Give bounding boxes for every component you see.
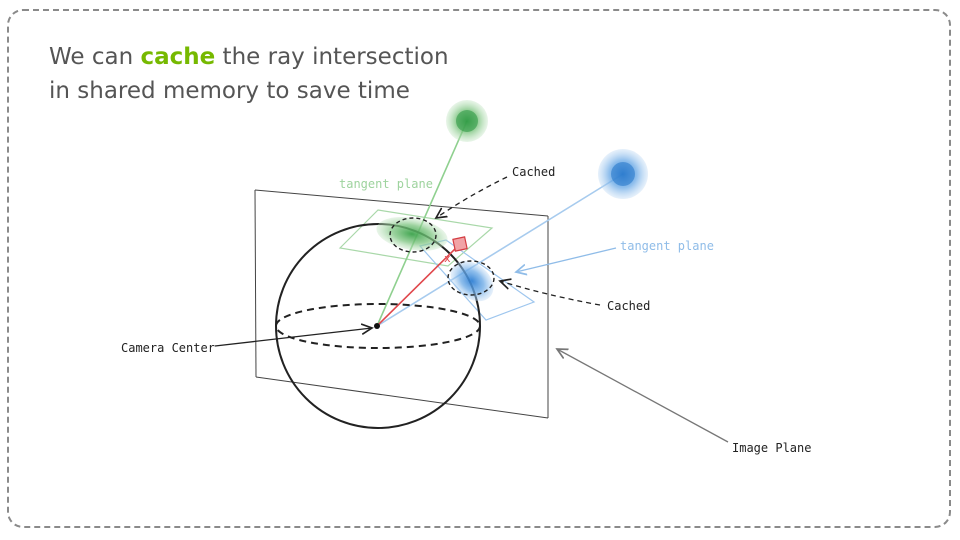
cached-right-arrow [500,281,601,306]
label-cached-right: Cached [607,299,650,313]
blue-ray [376,173,624,327]
label-image-plane: Image Plane [732,441,811,455]
cached-top-arrow [436,176,508,218]
headline-before: We can [49,44,141,70]
headline-after: the ray intersection in shared memory to… [49,44,449,104]
camera-center-point [374,323,380,329]
cached-circle-green [389,217,437,253]
cached-circle-blue [447,260,495,296]
camera-center-arrow [214,328,372,347]
blue-source-gaussian [598,149,648,199]
headline-highlight: cache [140,44,216,70]
label-cached-top: Cached [512,165,555,179]
blue-gaussian [450,260,494,302]
red-ray: x [376,236,468,327]
slide-frame [7,9,951,528]
label-tangent-plane-blue: tangent plane [620,239,714,253]
green-tangent-plane [338,209,494,267]
label-tangent-plane-green: tangent plane [339,177,433,191]
headline: We can cache the ray intersection in sha… [49,40,449,108]
label-camera-center: Camera Center [121,341,215,355]
image-plane-arrow [557,349,729,443]
tangent-plane-blue-arrow [516,247,617,272]
image-plane [254,189,549,419]
green-source-gaussian [446,100,488,142]
unit-sphere [275,223,481,429]
svg-text:x: x [444,252,451,265]
